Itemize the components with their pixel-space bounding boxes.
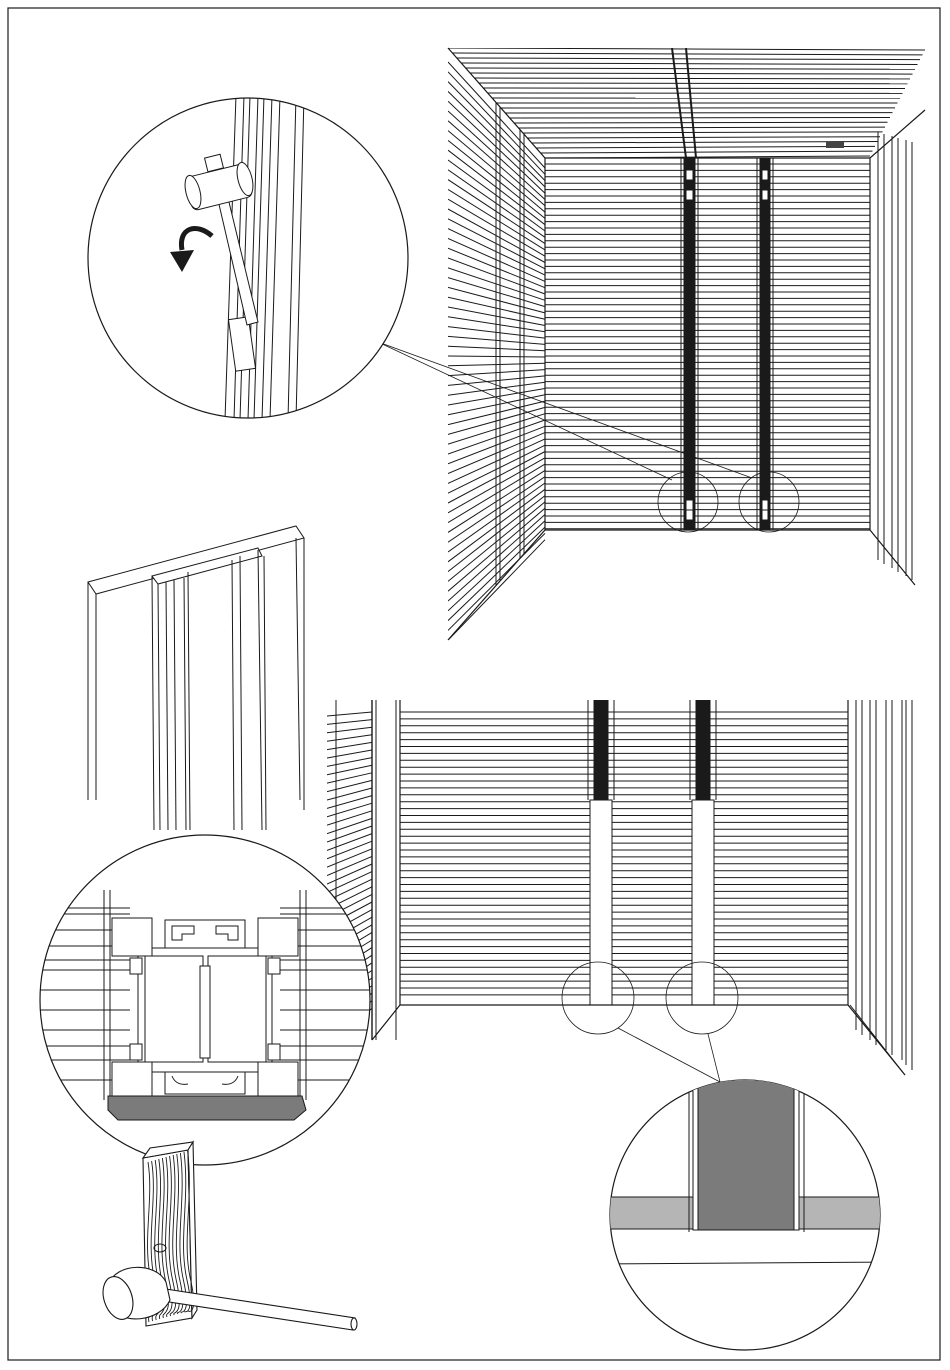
- shape: [762, 190, 768, 200]
- line-stroke: [527, 137, 880, 138]
- corner-profile-perspective: [88, 526, 304, 830]
- shape: [686, 500, 693, 510]
- aluminium-profile-section: [112, 918, 298, 1096]
- leader-line: [618, 1028, 720, 1082]
- shape: [692, 800, 714, 1005]
- line-stroke: [327, 796, 372, 809]
- mallet-tapping-bar-detail: [88, 95, 408, 420]
- line-stroke: [327, 834, 372, 851]
- line-stroke: [514, 122, 887, 123]
- shape: [696, 700, 710, 800]
- back-wall-slats: [400, 712, 848, 995]
- line-stroke: [327, 750, 372, 758]
- line-stroke: [327, 841, 372, 859]
- line-stroke: [327, 742, 372, 749]
- right-wall-door-frame: [856, 700, 912, 1070]
- line-stroke: [327, 803, 372, 817]
- line-stroke: [519, 127, 885, 128]
- line-stroke: [327, 712, 372, 716]
- line-stroke: [466, 68, 915, 69]
- line-stroke: [532, 142, 878, 143]
- line-stroke: [327, 720, 372, 725]
- shape: [762, 170, 768, 180]
- line-stroke: [327, 826, 372, 842]
- vertical-bars-with-covers: [588, 700, 905, 1075]
- shape: [686, 170, 693, 180]
- line-stroke: [470, 73, 912, 74]
- line-stroke: [523, 132, 883, 133]
- back-wall-slats: [545, 164, 870, 529]
- vertical-bars: [681, 158, 773, 530]
- sauna-interior-after-cover: [327, 700, 912, 1075]
- line-stroke: [327, 818, 372, 833]
- line-stroke: [457, 58, 920, 60]
- right-wall-door-frame: [878, 132, 912, 580]
- line-stroke: [327, 765, 372, 775]
- line-stroke: [327, 758, 372, 767]
- line-stroke: [541, 151, 873, 153]
- mallet-with-wood-block: [98, 1142, 357, 1330]
- line-stroke: [327, 856, 372, 875]
- line-stroke: [327, 864, 372, 884]
- shape: [760, 158, 770, 530]
- line-stroke: [479, 83, 908, 84]
- floor-seal: [108, 1096, 306, 1120]
- line-stroke: [327, 849, 372, 867]
- sauna-interior-top-view: [448, 48, 925, 640]
- line-stroke: [327, 811, 372, 825]
- line-stroke: [327, 735, 372, 741]
- line-stroke: [327, 727, 372, 733]
- shape: [594, 700, 608, 800]
- line-stroke: [510, 117, 890, 118]
- shape: [826, 142, 844, 148]
- shape: [762, 510, 768, 520]
- line-stroke: [483, 88, 905, 89]
- profile-cross-section-detail: [40, 835, 370, 1165]
- floor-seal-detail: [600, 1070, 890, 1350]
- bottom-room-outline: [372, 700, 905, 1075]
- leader-line: [708, 1034, 720, 1082]
- shape: [684, 158, 695, 530]
- shape: [590, 800, 612, 1005]
- left-wall-slats: [448, 62, 545, 640]
- line-stroke: [536, 146, 875, 148]
- line-stroke: [474, 78, 910, 79]
- shape: [686, 510, 693, 520]
- shape: [686, 190, 693, 200]
- line-stroke: [461, 63, 917, 64]
- shape: [762, 500, 768, 510]
